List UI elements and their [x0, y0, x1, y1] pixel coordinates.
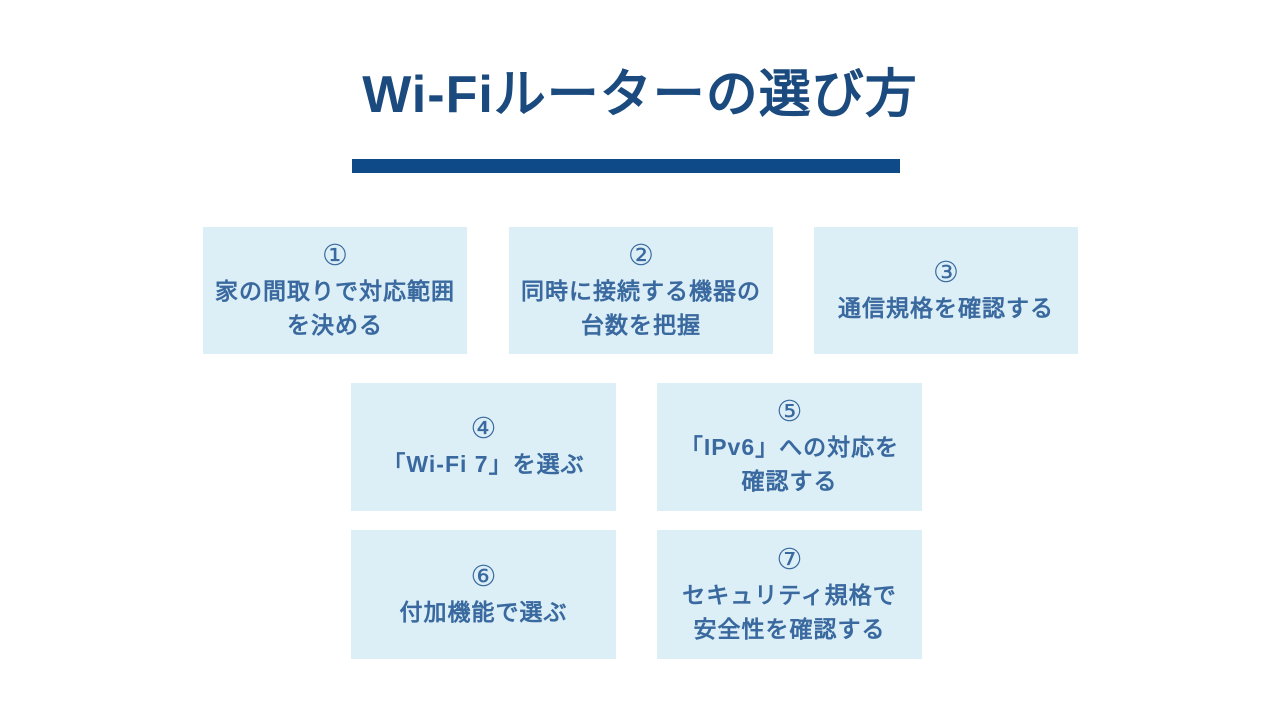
step-box-5: ⑤ 「IPv6」への対応を 確認する: [657, 383, 922, 511]
step-text-3: 通信規格を確認する: [838, 294, 1054, 321]
step-box-1: ① 家の間取りで対応範囲 を決める: [203, 227, 467, 354]
step-number-3: ③: [933, 256, 959, 289]
step-number-1: ①: [322, 239, 348, 272]
page-title: Wi-Fiルーターの選び方: [362, 66, 918, 124]
step-number-2: ②: [628, 239, 654, 272]
step-box-6: ⑥ 付加機能で選ぶ: [351, 530, 616, 659]
step-text-7: セキュリティ規格で 安全性を確認する: [682, 581, 897, 642]
step-number-4: ④: [470, 413, 497, 445]
step-number-6: ⑥: [470, 560, 497, 593]
step-number-7: ⑦: [776, 543, 803, 576]
step-box-4: ④ 「Wi-Fi 7」を選ぶ: [351, 383, 616, 511]
step-box-7: ⑦ セキュリティ規格で 安全性を確認する: [657, 530, 922, 659]
step-text-4: 「Wi-Fi 7」を選ぶ: [382, 451, 585, 477]
step-text-6: 付加機能で選ぶ: [399, 598, 568, 625]
title-underline-bar: [352, 159, 900, 173]
step-box-3: ③ 通信規格を確認する: [814, 227, 1078, 354]
step-text-5: 「IPv6」への対応を 確認する: [679, 434, 900, 494]
step-text-2: 同時に接続する機器の 台数を把握: [521, 277, 761, 338]
step-box-2: ② 同時に接続する機器の 台数を把握: [509, 227, 773, 354]
step-number-5: ⑤: [776, 396, 803, 428]
step-text-1: 家の間取りで対応範囲 を決める: [215, 277, 455, 338]
